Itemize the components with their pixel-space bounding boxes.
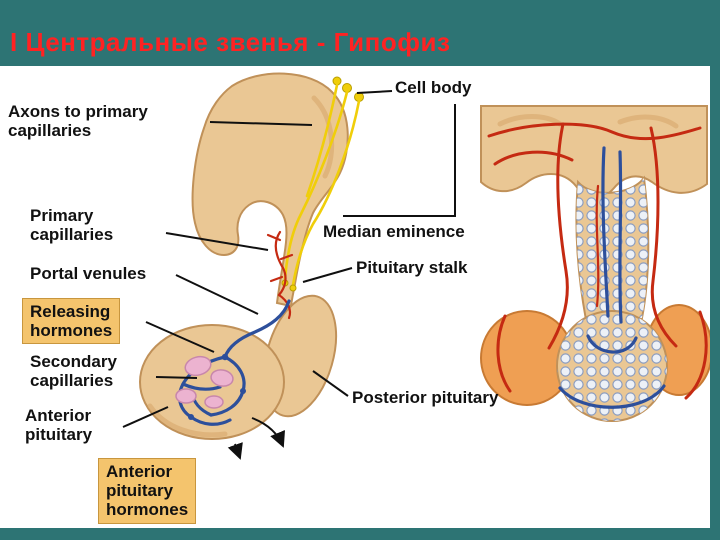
tissue-shading [311, 95, 335, 179]
hypothalamus-figure [139, 72, 364, 460]
neuron-axons [281, 76, 364, 292]
vein-vessels [558, 146, 666, 409]
label-median-eminence: Median eminence [323, 222, 465, 241]
diagram-area: Cell body Axons to primary capillaries P… [0, 66, 710, 528]
label-secondary-capillaries: Secondary capillaries [30, 352, 117, 391]
artery-vessels [487, 122, 708, 400]
secondary-capillaries-shapes [175, 355, 234, 409]
leader-lines [122, 90, 456, 428]
label-cell-body: Cell body [395, 78, 472, 97]
hypothalamus-and-stalk-shape [191, 72, 349, 308]
flow-arrows [227, 417, 285, 460]
label-anterior-pituitary-hormones: Anterior pituitary hormones [98, 458, 197, 524]
tissue-folds [497, 114, 679, 129]
label-posterior-pituitary: Posterior pituitary [352, 388, 499, 407]
right-pituitary-figure [480, 105, 710, 422]
label-anterior-pituitary: Anterior pituitary [25, 406, 93, 445]
label-releasing-hormones: Releasing hormones [22, 298, 121, 345]
stalk-capillary-mesh [576, 178, 649, 320]
label-primary-capillaries: Primary capillaries [30, 206, 114, 245]
pituitary-diagram [122, 72, 710, 460]
anterior-pituitary-shape [139, 324, 285, 440]
label-pituitary-stalk: Pituitary stalk [356, 258, 468, 277]
label-axons-to-primary-capillaries: Axons to primary capillaries [8, 102, 148, 141]
posterior-lobe-mesh [557, 311, 667, 421]
slide-title: I Центральные звенья - Гипофиз [10, 27, 451, 57]
label-portal-venules: Portal venules [30, 264, 147, 283]
